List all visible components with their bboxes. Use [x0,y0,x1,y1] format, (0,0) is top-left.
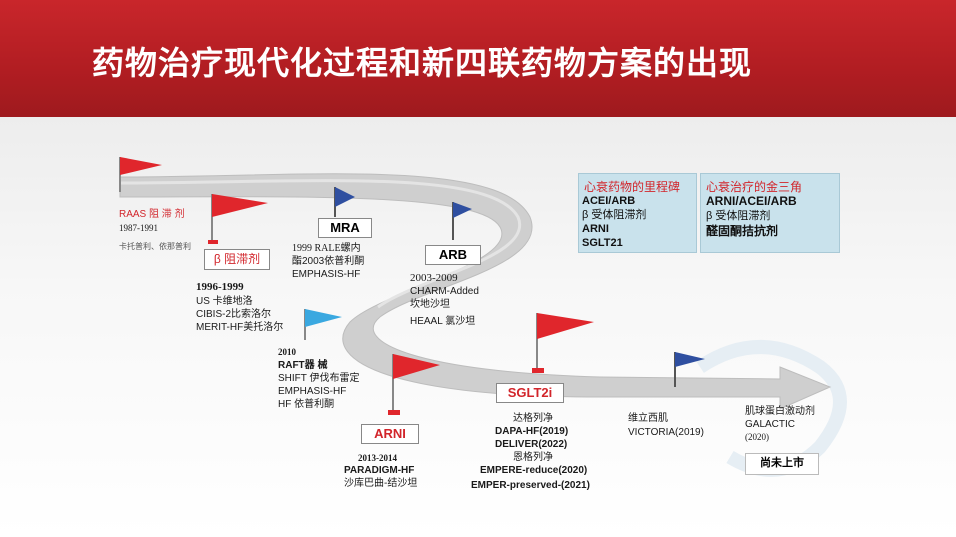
flag-arni [388,354,440,415]
golden-item-2: β 受体阻滞剂 [706,210,771,222]
sglt2i-badge: SGLT2i [496,383,564,403]
milestone-item-4: SGLT21 [582,237,623,249]
device-year: 2010 [278,347,296,357]
sglt2i-trial-3: EMPERE-reduce(2020) [480,465,588,476]
beta-trial-2: CIBIS-2比索洛尔 [196,309,272,320]
header-bar: 药物治疗现代化过程和新四联药物方案的出现 [0,0,956,117]
raas-drugs: 卡托普利、依那普利 [119,242,191,251]
vericiguat-drug: 维立西肌 [628,413,668,424]
flag-vericiguat [674,352,705,387]
golden-triangle-panel: 心衰治疗的金三角 ARNI/ACEI/ARB β 受体阻滞剂 醛固酮拮抗剂 [700,173,840,253]
flag-mra [334,187,355,217]
milestone-panel-title: 心衰药物的里程碑 [584,180,681,194]
device-text-5: HF 依普利酮 [278,399,335,410]
page-title: 药物治疗现代化过程和新四联药物方案的出现 [92,44,753,82]
road-arrow [119,173,832,410]
omecamtiv-year: (2020) [745,432,769,442]
milestone-item-1: ACEI/ARB [582,195,636,207]
beta-trial-1: US 卡维地洛 [196,296,253,307]
beta-year: 1996-1999 [196,281,244,293]
mra-text-3: EMPHASIS-HF [292,269,361,280]
arb-text-1: 2003-2009 [410,272,458,284]
sglt2i-drug-1: 达格列净 [513,413,553,424]
golden-item-3: 醛固酮拮抗剂 [706,224,779,238]
milestone-item-3: ARNI [582,223,609,235]
arb-text-3: 坎地沙坦 [410,299,450,310]
milestone-item-2: β 受体阻滞剂 [582,209,647,221]
device-text-4: EMPHASIS-HF [278,386,347,397]
golden-item-1: ARNI/ACEI/ARB [706,194,797,208]
arni-badge: ARNI [361,424,419,444]
arni-year: 2013-2014 [358,453,397,463]
arni-drug: 沙库巴曲-结沙坦 [344,478,418,489]
arb-text-4: HEAAL 氯沙坦 [410,316,476,327]
arb-text-2: CHARM-Added [410,286,479,297]
flag-raas [119,157,162,192]
flag-device [304,309,342,340]
device-text-2: RAFT器 械 [278,360,328,371]
omecamtiv-drug: 肌球蛋白激动剂 [745,406,815,417]
mra-text-2: 酯2003依普利酮 [292,256,365,267]
flag-beta [208,194,268,244]
mra-text-1: 1999 RALE螺内 [292,243,361,254]
mra-badge: MRA [318,218,372,238]
arb-badge: ARB [425,245,481,265]
beta-trial-3: MERIT-HF美托洛尔 [196,322,284,333]
sglt2i-trial-2: DELIVER(2022) [495,439,568,450]
arni-trial: PARADIGM-HF [344,465,415,476]
vericiguat-trial: VICTORIA(2019) [628,427,704,438]
milestone-panel: 心衰药物的里程碑 ACEI/ARB β 受体阻滞剂 ARNI SGLT21 [578,173,697,253]
timeline-road [119,157,847,477]
device-text-3: SHIFT 伊伐布雷定 [278,373,360,384]
flag-arb [452,202,472,240]
not-launched-badge: 尚未上市 [745,453,819,475]
raas-label: RAAS 阻 滞 剂 [119,209,185,220]
raas-year: 1987-1991 [119,223,158,233]
sglt2i-drug-2: 恩格列净 [513,452,553,463]
flag-sglt2i [532,313,594,373]
beta-blocker-badge: β 阻滞剂 [204,249,270,270]
road-highlight [119,179,522,309]
golden-triangle-title: 心衰治疗的金三角 [706,180,803,194]
sglt2i-trial-4: EMPER-preserved-(2021) [471,480,590,491]
sglt2i-trial-1: DAPA-HF(2019) [495,426,569,437]
omecamtiv-trial: GALACTIC [745,419,796,430]
